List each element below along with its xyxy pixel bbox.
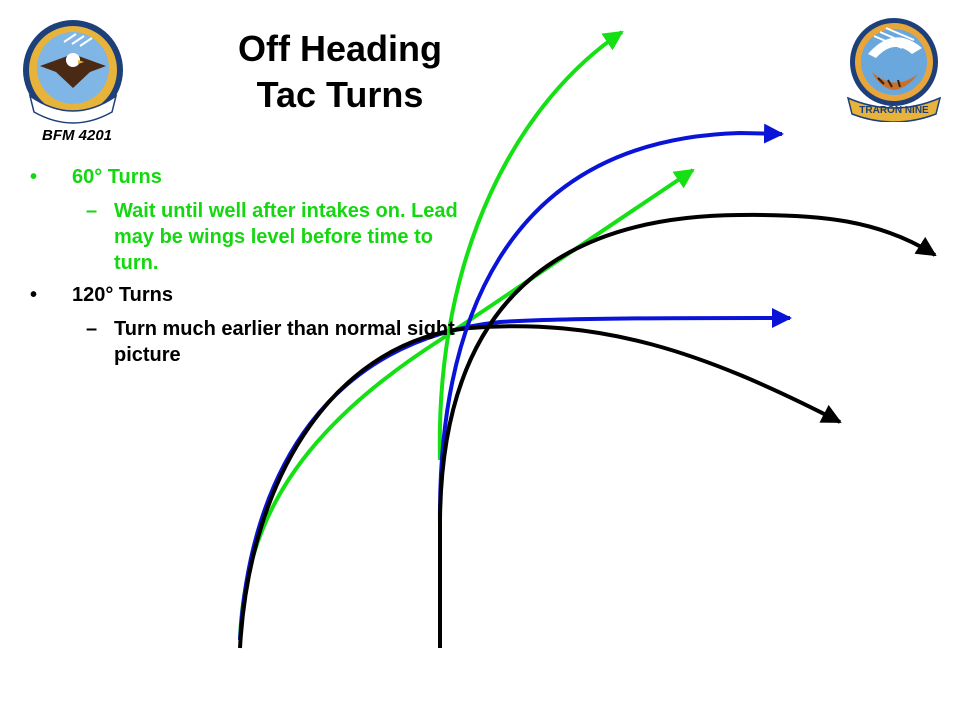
training-squadron-seven-logo: [23, 20, 123, 124]
subbullet-60-turns: – Wait until well after intakes on. Lead…: [30, 198, 470, 276]
logo-banner-text: TRARON NINE: [859, 105, 929, 116]
bullet-120-turns: • 120° Turns: [30, 282, 470, 308]
bullet-marker: •: [30, 284, 38, 306]
page-title: Off Heading Tac Turns: [170, 26, 510, 118]
subbullet-text: Wait until well after intakes on. Lead m…: [114, 200, 458, 274]
title-line-1: Off Heading: [238, 28, 442, 69]
bullet-60-turns: • 60° Turns: [30, 164, 470, 190]
bullet-list: • 60° Turns – Wait until well after inta…: [30, 164, 470, 374]
right-green-path: [437, 30, 624, 461]
traron-nine-logo: TRARON NINE: [846, 18, 942, 122]
bullet-text: 60° Turns: [72, 166, 162, 188]
title-line-2: Tac Turns: [256, 74, 424, 115]
course-label: BFM 4201: [42, 127, 113, 144]
subbullet-marker: –: [86, 200, 98, 222]
bullet-marker: •: [30, 166, 38, 188]
subbullet-120-turns: – Turn much earlier than normal sight pi…: [30, 316, 470, 368]
subbullet-marker: –: [86, 318, 98, 340]
bullet-text: 120° Turns: [72, 284, 173, 306]
right-black-path: [438, 212, 937, 648]
subbullet-text: Turn much earlier than normal sight pict…: [114, 318, 455, 366]
right-blue-path: [437, 123, 784, 526]
left-black-path: [238, 324, 842, 649]
